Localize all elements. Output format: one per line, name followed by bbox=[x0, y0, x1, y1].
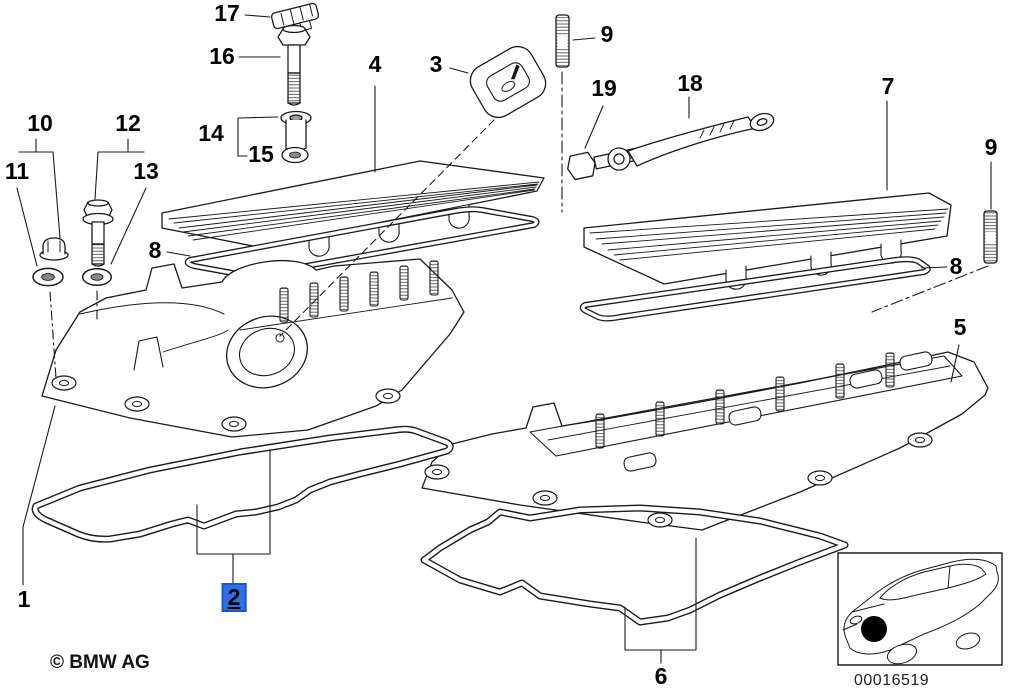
callout-11[interactable]: 11 bbox=[4, 158, 30, 184]
callout-8-right[interactable]: 8 bbox=[949, 253, 963, 279]
callout-15[interactable]: 15 bbox=[248, 141, 274, 167]
callout-13[interactable]: 13 bbox=[133, 158, 159, 184]
callout-14[interactable]: 14 bbox=[198, 120, 224, 146]
part-2-profile-gasket-left[interactable] bbox=[35, 429, 450, 539]
callout-6[interactable]: 6 bbox=[654, 663, 668, 689]
callout-3[interactable]: 3 bbox=[429, 51, 443, 77]
part-17-cover-cap[interactable] bbox=[270, 2, 321, 37]
part-16-bolt[interactable] bbox=[277, 24, 311, 106]
part-15-washer[interactable] bbox=[281, 146, 309, 164]
callout-8-left[interactable]: 8 bbox=[148, 237, 162, 263]
callout-5[interactable]: 5 bbox=[953, 314, 967, 340]
leader-lines bbox=[16, 14, 992, 664]
callout-9-top[interactable]: 9 bbox=[600, 21, 614, 47]
engine-location-dot bbox=[861, 616, 887, 642]
car-location-icon bbox=[842, 558, 999, 665]
image-number: 00016519 bbox=[854, 672, 930, 689]
part-11-seal-washer[interactable] bbox=[32, 267, 64, 287]
callout-1[interactable]: 1 bbox=[17, 586, 31, 612]
part-9-stud-top[interactable] bbox=[555, 14, 570, 68]
part-6-profile-gasket-right[interactable] bbox=[424, 508, 845, 622]
part-3-oil-filler-cap[interactable] bbox=[465, 41, 552, 123]
callout-4[interactable]: 4 bbox=[368, 51, 382, 77]
callout-19[interactable]: 19 bbox=[591, 75, 617, 101]
callout-2-selected[interactable]: 2 bbox=[221, 583, 247, 613]
part-10-cap-nut[interactable] bbox=[39, 237, 69, 261]
part-14-bushing[interactable] bbox=[280, 110, 312, 152]
callout-10[interactable]: 10 bbox=[27, 110, 53, 136]
copyright-text: © BMW AG bbox=[50, 652, 150, 673]
callout-9-right[interactable]: 9 bbox=[984, 134, 998, 160]
callout-18[interactable]: 18 bbox=[677, 70, 703, 96]
part-18-holder-bracket[interactable] bbox=[607, 111, 776, 171]
callout-12[interactable]: 12 bbox=[115, 110, 141, 136]
part-1-cylinder-head-cover-left[interactable] bbox=[41, 258, 465, 438]
part-9-stud-right[interactable] bbox=[983, 210, 998, 264]
part-5-cylinder-head-cover-right[interactable] bbox=[421, 350, 989, 531]
callout-7[interactable]: 7 bbox=[881, 73, 895, 99]
part-13-seal-washer[interactable] bbox=[81, 268, 113, 286]
callout-16[interactable]: 16 bbox=[209, 43, 235, 69]
car-location-thumbnail bbox=[837, 552, 1003, 666]
callout-17[interactable]: 17 bbox=[214, 0, 240, 26]
part-12-bolt[interactable] bbox=[82, 199, 114, 267]
